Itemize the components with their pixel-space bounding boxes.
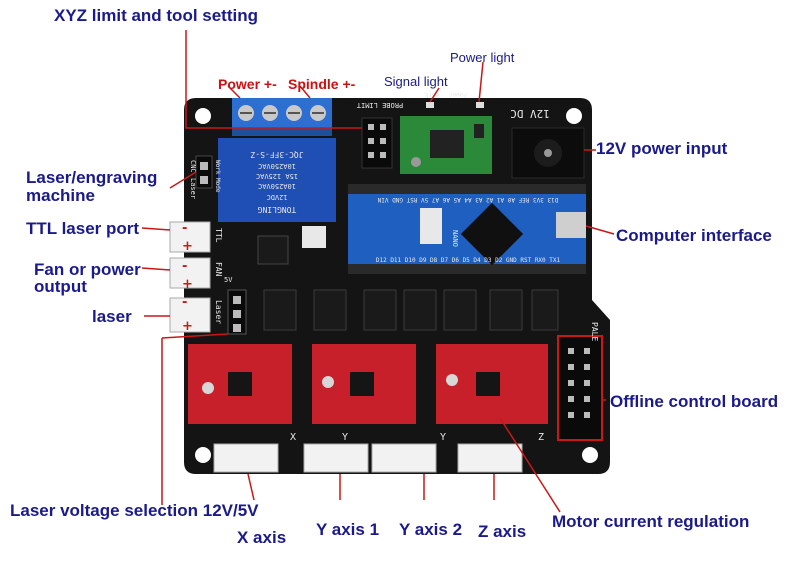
power-terminal-label: Power +- <box>218 76 277 92</box>
fan-silk: FAN <box>214 262 223 277</box>
x-axis-label: X axis <box>237 528 287 547</box>
computer-interface-label: Computer interface <box>616 226 772 245</box>
power-input-label: 12V power input <box>596 139 728 158</box>
x-silk: X <box>290 432 296 443</box>
xyz-limit-label: XYZ limit and tool setting <box>54 6 258 25</box>
dc-power-jack <box>511 127 585 179</box>
stepper-driver-y <box>312 344 416 424</box>
relay-silk-4: 10A250VAC <box>258 182 296 190</box>
sv-silk: 5V <box>224 276 233 284</box>
ttl-silk: TTL <box>214 228 223 243</box>
relay-silk-5: 12VDC <box>266 193 287 201</box>
laser-voltage-label: Laser voltage selection 12V/5V <box>10 501 259 520</box>
z-axis-connector <box>457 443 523 473</box>
z-silk: Z <box>538 432 544 443</box>
z-axis-label: Z axis <box>478 522 527 541</box>
cnc-silk: CNC <box>189 160 197 173</box>
nano-name-silk: NANO <box>451 230 459 247</box>
power-led <box>476 102 484 108</box>
laser-machine-label-2: machine <box>26 186 95 205</box>
y-axis-2-label: Y axis 2 <box>399 520 463 539</box>
fan-connector <box>169 257 211 289</box>
nano-top-silk: D12 D11 D10 D9 D8 D7 D6 D5 D4 D3 D2 GND … <box>376 257 561 264</box>
laser-connector <box>169 297 211 333</box>
y1-axis-connector <box>303 443 369 473</box>
laser-silk: Laser <box>189 178 197 199</box>
y1-silk: Y <box>342 432 348 443</box>
work-mode-silk: Work Mode <box>214 160 221 193</box>
y2-silk: Y <box>440 432 446 443</box>
y2-axis-connector <box>371 443 437 473</box>
relay-silk-6: TONGLING <box>258 205 297 214</box>
screw-terminal-block <box>232 98 332 136</box>
svg-text:+: + <box>182 319 193 334</box>
power-light-label: Power light <box>450 50 515 65</box>
nano-bottom-silk: D13 3V3 REF A0 A1 A2 A3 A4 A5 A6 A7 5V R… <box>377 196 558 203</box>
probe-limit-silk: PROBE LIMIT <box>356 101 403 109</box>
pale-silk: PALE <box>590 322 599 341</box>
offline-control-header <box>557 335 603 441</box>
svg-text:+: + <box>182 277 193 292</box>
stepper-driver-x <box>188 344 292 424</box>
buck-converter-module <box>400 116 492 174</box>
mount-hole-tl <box>195 108 211 124</box>
fan-label-1: Fan or power <box>34 260 141 279</box>
signal-led <box>426 102 434 108</box>
motor-current-label: Motor current regulation <box>552 512 750 531</box>
laser-connector-silk: Laser <box>214 300 223 324</box>
mosfet-row <box>263 289 559 331</box>
relay-silk-3: 15A 125VAC <box>256 172 298 180</box>
x-axis-connector <box>213 443 279 473</box>
callout-lines <box>141 30 615 513</box>
limit-header <box>361 117 393 169</box>
svg-text:-: - <box>182 259 187 274</box>
mount-hole-bl <box>195 447 211 463</box>
ttl-connector <box>169 221 211 253</box>
svg-text:+: + <box>182 239 193 254</box>
mount-hole-tr <box>566 108 582 124</box>
ttl-laser-label: TTL laser port <box>26 219 140 238</box>
fan-label-2: output <box>34 277 87 296</box>
laser-label: laser <box>92 307 132 326</box>
relay-silk-2: 10A250VAC <box>258 162 296 170</box>
laser-machine-label-1: Laser/engraving <box>26 168 158 187</box>
voltage-jumper <box>227 289 247 335</box>
work-mode-jumper <box>195 155 213 189</box>
arduino-nano: NANO D13 3V3 REF A0 A1 A2 A3 A4 A5 A6 A7… <box>348 184 586 274</box>
mosfet <box>257 235 289 265</box>
y-axis-1-label: Y axis 1 <box>316 520 380 539</box>
relay: JQC-3FF-S-Z 10A250VAC 15A 125VAC 10A250V… <box>218 138 336 222</box>
mount-hole-br <box>582 447 598 463</box>
relay-silk-1: JQC-3FF-S-Z <box>250 150 303 159</box>
svg-text:-: - <box>182 221 187 236</box>
optocoupler <box>302 226 326 248</box>
offline-board-label: Offline control board <box>610 392 779 411</box>
polarity-markers: - + - + - + <box>182 221 193 334</box>
svg-text:-: - <box>182 295 187 310</box>
work-silk: Work <box>424 91 439 98</box>
dc-silk: 12V DC <box>510 107 550 120</box>
spindle-terminal-label: Spindle +- <box>288 76 356 92</box>
power-silk: Power <box>449 91 467 98</box>
signal-light-label: Signal light <box>384 74 448 89</box>
stepper-driver-z <box>436 344 548 424</box>
